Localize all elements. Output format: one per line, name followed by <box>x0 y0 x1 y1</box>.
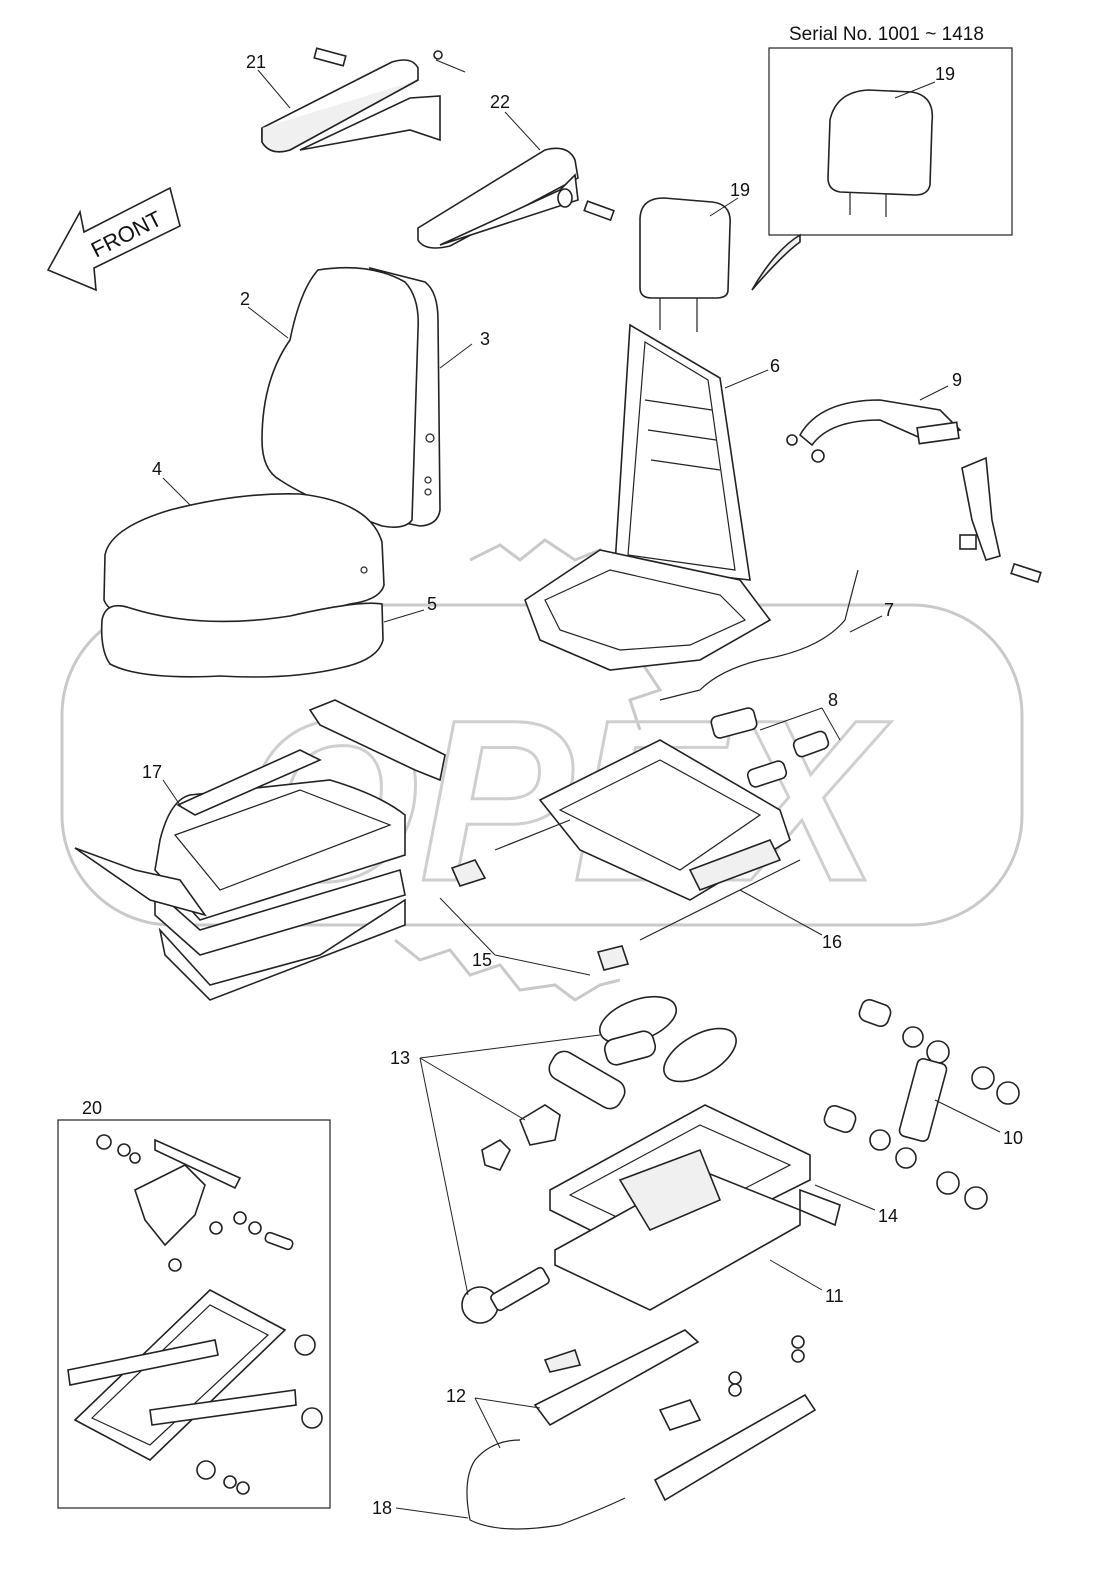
callout-13: 13 <box>390 1048 410 1068</box>
callout-21: 21 <box>246 52 266 72</box>
callout-11: 11 <box>825 1286 844 1306</box>
callout-5: 5 <box>427 594 437 614</box>
pads-15 <box>450 859 630 971</box>
springs-13 <box>461 995 737 1324</box>
callout-4: 4 <box>152 459 162 479</box>
inset-20 <box>57 1119 331 1509</box>
armrest-right <box>417 147 615 249</box>
bellows-pan <box>74 699 446 1001</box>
callout-19-main: 19 <box>730 180 750 200</box>
callout-6: 6 <box>770 356 780 376</box>
cable <box>659 569 859 701</box>
serial-note: Serial No. 1001 ~ 1418 <box>789 24 984 45</box>
callout-20: 20 <box>82 1098 102 1118</box>
armrest-left <box>261 47 443 153</box>
backrest <box>261 266 441 528</box>
seat-frame <box>524 323 772 671</box>
suspension <box>549 1104 841 1311</box>
front-arrow: FRONT <box>46 186 181 292</box>
slide-rail-frame <box>494 739 801 941</box>
damper <box>823 998 1020 1210</box>
callout-3: 3 <box>480 329 490 349</box>
headrest <box>639 197 731 332</box>
callout-7: 7 <box>884 600 894 620</box>
seat-cushion <box>100 493 385 678</box>
rails-lever <box>466 1329 817 1530</box>
leader-lines <box>162 59 1001 1519</box>
serial-inset: Serial No. 1001 ~ 1418 <box>751 24 1013 291</box>
callout-16: 16 <box>822 932 842 952</box>
callout-18: 18 <box>372 1498 392 1518</box>
seatbelt <box>786 399 1042 584</box>
callout-19-inset: 19 <box>935 64 955 84</box>
callouts: 21 22 19 19 2 3 4 5 6 9 7 8 17 16 15 13 … <box>82 52 1023 1518</box>
callout-9: 9 <box>952 370 962 390</box>
springs-8 <box>710 707 830 788</box>
callout-2: 2 <box>240 289 250 309</box>
callout-12: 12 <box>446 1386 466 1406</box>
callout-10: 10 <box>1003 1128 1023 1148</box>
callout-14: 14 <box>878 1206 898 1226</box>
callout-8: 8 <box>828 690 838 710</box>
callout-17: 17 <box>142 762 162 782</box>
callout-15: 15 <box>472 950 492 970</box>
callout-22: 22 <box>490 92 510 112</box>
